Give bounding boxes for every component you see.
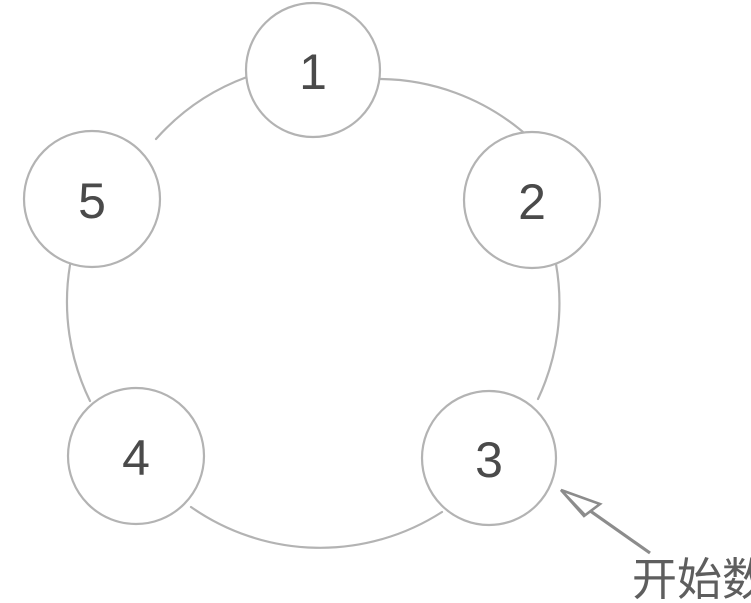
node-4-label: 4 [122, 430, 150, 486]
node-3-label: 3 [475, 432, 503, 488]
start-pointer-arrow [560, 488, 651, 555]
arc-2-to-3 [536, 262, 561, 401]
node-4[interactable]: 4 [66, 386, 206, 526]
node-1[interactable]: 1 [244, 1, 382, 139]
node-5[interactable]: 5 [22, 129, 162, 269]
node-3[interactable]: 3 [420, 389, 558, 527]
ring-connector-group [65, 75, 561, 549]
node-1-circle[interactable] [244, 1, 382, 139]
node-2-circle[interactable] [462, 130, 602, 270]
node-5-circle[interactable] [22, 129, 162, 269]
arrow-head-vane [560, 489, 586, 516]
node-5-label: 5 [78, 173, 106, 229]
arrow-shaft [585, 506, 651, 555]
node-3-circle[interactable] [420, 389, 558, 527]
arc-1-to-2 [377, 77, 525, 134]
node-1-label: 1 [299, 44, 327, 100]
arc-3-to-4 [189, 505, 444, 549]
arc-5-to-1 [154, 75, 249, 141]
arc-4-to-5 [65, 263, 92, 403]
node-2-label: 2 [518, 174, 546, 230]
node-4-circle[interactable] [66, 386, 206, 526]
node-group: 1 2 3 4 5 [22, 1, 602, 527]
node-2[interactable]: 2 [462, 130, 602, 270]
start-counting-label: 开始数 [632, 553, 751, 603]
